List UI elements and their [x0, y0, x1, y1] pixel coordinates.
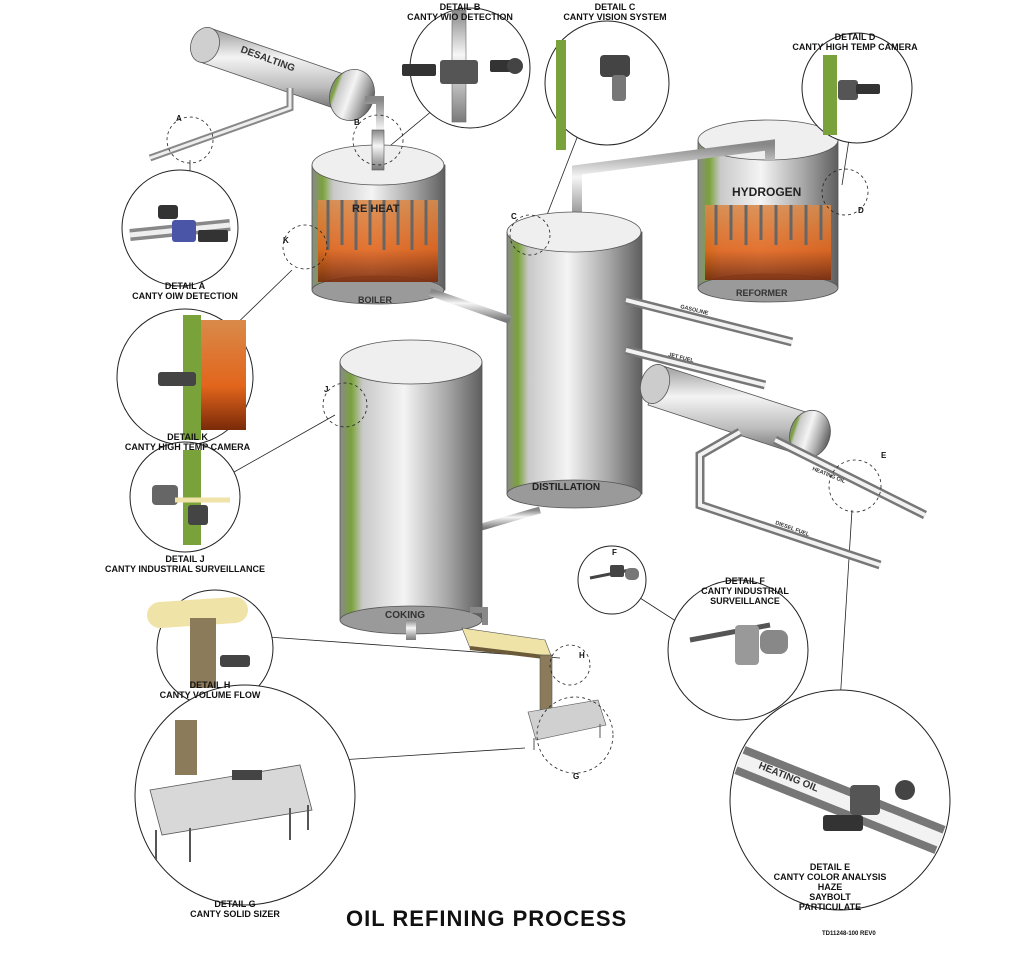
detail-d-sketch [823, 55, 880, 135]
hydrogen-label: HYDROGEN [732, 185, 801, 199]
detail-j-sketch [152, 450, 230, 545]
boiler-unit [311, 129, 446, 305]
coke-conveyor [461, 607, 607, 750]
detail-k-sketch [158, 315, 246, 440]
desalting-unit [148, 27, 384, 175]
coking-label: COKING [385, 610, 425, 621]
diagram-title: OIL REFINING PROCESS [346, 906, 628, 931]
marker-e: E [881, 451, 887, 460]
detail-h-sketch [147, 597, 250, 688]
detail-c-sketch [556, 40, 630, 150]
reformer-label: REFORMER [736, 288, 788, 298]
marker-j: J [324, 385, 329, 394]
overhead-pipe [572, 139, 775, 225]
marker-f: F [612, 548, 617, 557]
detail-b-sketch [402, 9, 523, 123]
drawing-number: TD11248-100 REV0 [822, 931, 876, 937]
detail-g-sketch [149, 720, 313, 862]
boiler-label: BOILER [358, 295, 393, 305]
marker-d: D [858, 206, 864, 215]
coking-pipe [477, 506, 541, 532]
detail-f-sketch [589, 565, 788, 665]
marker-b: B [354, 118, 360, 127]
detail-a-sketch [129, 205, 231, 242]
detail-markers [166, 114, 882, 774]
product-pipes-lower [695, 428, 928, 570]
marker-c: C [511, 212, 517, 221]
coking-drum [339, 339, 483, 640]
marker-k: K [283, 236, 289, 245]
product-pipes-upper [624, 295, 794, 390]
marker-h: H [579, 651, 585, 660]
distillation-label: DISTILLATION [532, 482, 600, 493]
detail-e-sketch [734, 746, 946, 854]
distillation-column [506, 211, 643, 509]
reheat-label: RE HEAT [352, 203, 400, 215]
marker-a: A [176, 114, 182, 123]
marker-g: G [573, 772, 580, 781]
horizontal-drum [639, 364, 831, 459]
boiler-pipe [428, 288, 512, 324]
